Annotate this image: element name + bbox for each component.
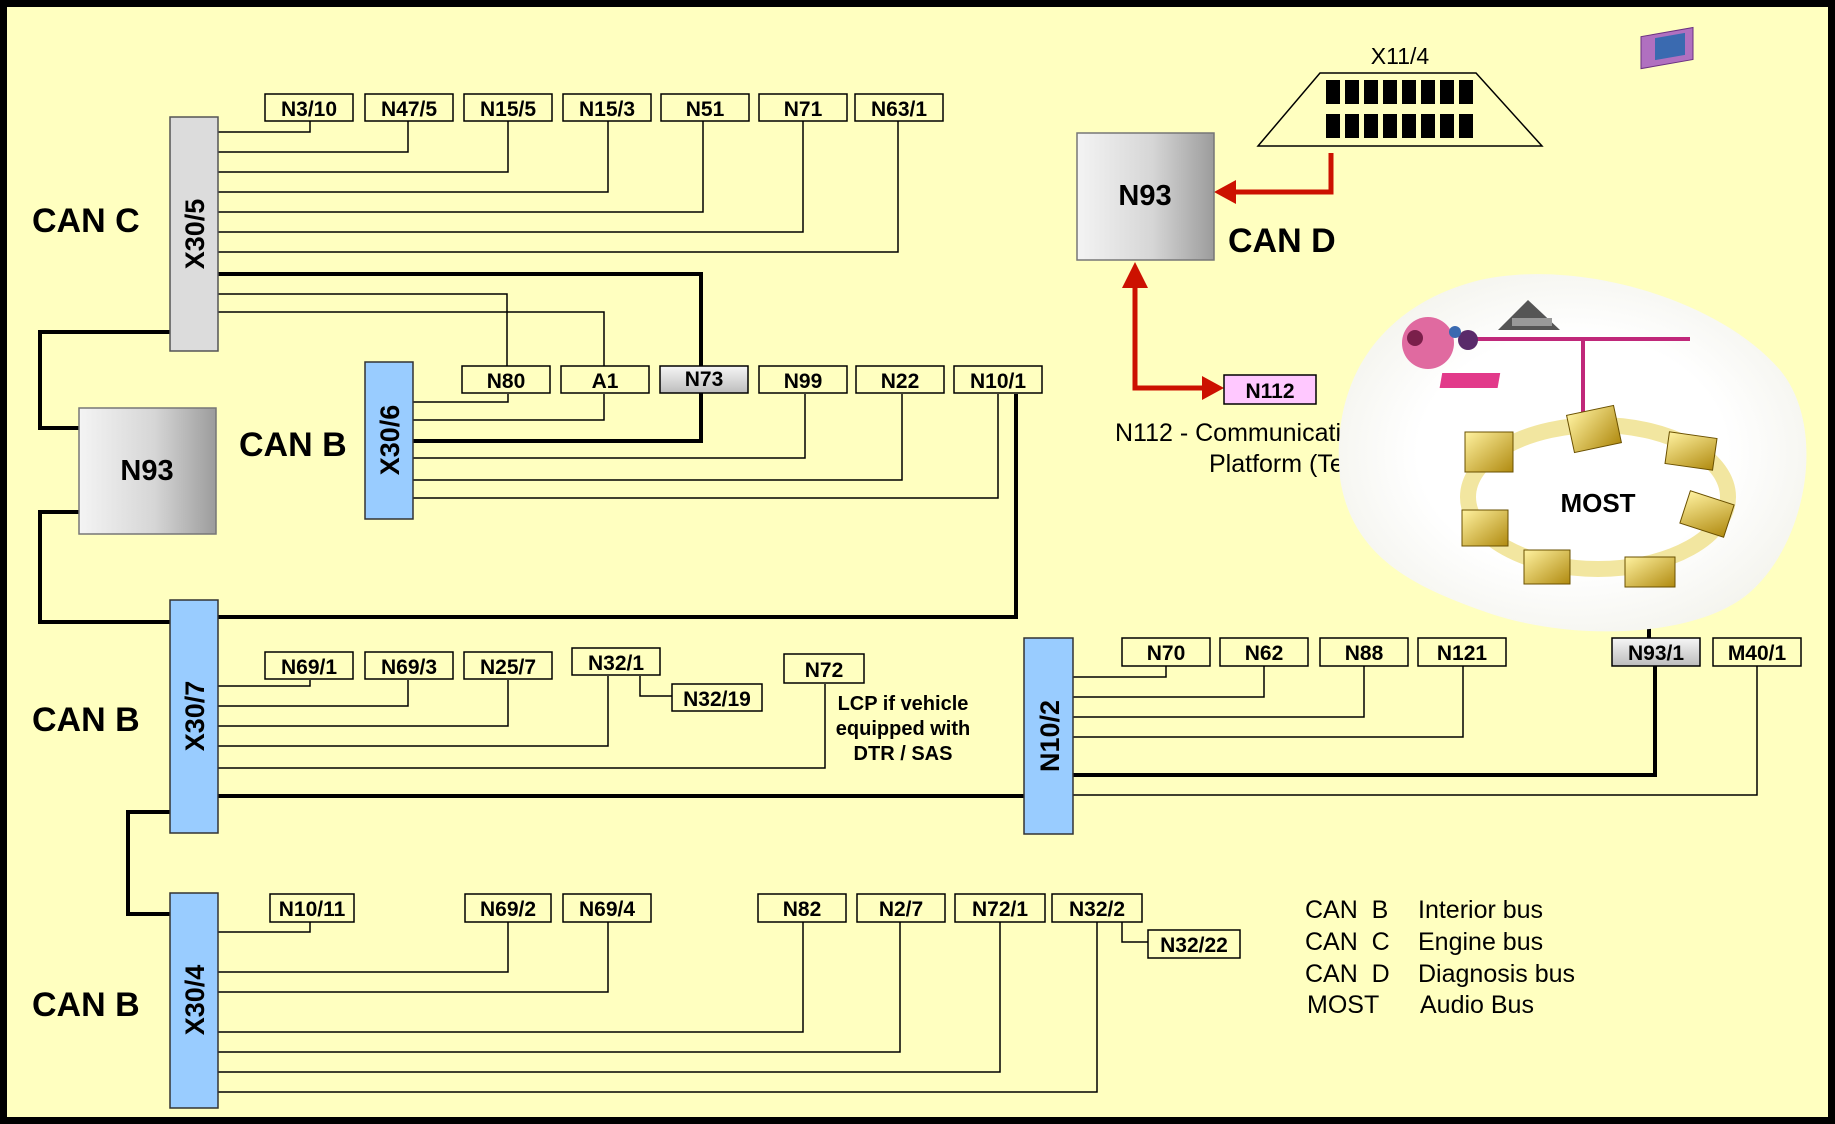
x30-6-nodes: N80 A1 N73 N99 N22 N10/1 [461,365,1043,394]
n112-caption-line1: N112 - Communication [1115,419,1369,447]
node-n99: N99 [784,370,823,393]
socket-pin [1364,114,1378,138]
socket-pin [1440,80,1454,104]
socket-pin [1345,80,1359,104]
node-n32-22: N32/22 [1160,934,1228,957]
n93-left-label: N93 [120,455,173,487]
socket-pin [1345,114,1359,138]
socket-pin [1421,114,1435,138]
node-n63-1: N63/1 [871,98,927,121]
node-n25-7: N25/7 [480,656,536,679]
legend-desc-3: Audio Bus [1420,991,1534,1019]
node-n69-1: N69/1 [281,656,337,679]
x30-6-connector [364,361,414,520]
socket-pin [1326,114,1340,138]
can-d-label: CAN D [1228,222,1336,260]
legend-desc-0: Interior bus [1418,896,1543,924]
legend-bus-3: MOST [1307,991,1379,1019]
node-n10-1: N10/1 [970,370,1026,393]
n93-top-label: N93 [1118,180,1171,212]
thick-bus-lines [38,272,1657,916]
legend-bus-0: CAN B [1305,896,1388,924]
node-n32-19: N32/19 [683,688,751,711]
n93-left-gateway [78,407,217,535]
node-n69-2: N69/2 [480,898,536,921]
x30-5-nodes: N3/10 N47/5 N15/5 N15/3 N51 N71 N63/1 [264,93,944,122]
socket-pin [1364,80,1378,104]
legend-bus-1: CAN C [1305,928,1390,956]
socket-pins [1326,80,1473,138]
node-n15-3: N15/3 [579,98,635,121]
socket-pin [1459,80,1473,104]
node-n70: N70 [1147,642,1186,665]
node-n73: N73 [685,368,724,391]
n10-2-nodes: N70 N62 N88 N121 N93/1 M40/1 [1121,637,1802,667]
n112-label: N112 [1245,380,1294,403]
x30-4-connector [169,892,219,1109]
can-b-x307-label: CAN B [32,701,140,739]
vertical-connectors: X30/5 X30/6 X30/7 X30/4 N10/2 [169,116,1074,1109]
x11-4-label: X11/4 [1371,43,1430,69]
node-n69-4: N69/4 [579,898,635,921]
socket-pin [1402,80,1416,104]
node-n88: N88 [1345,642,1384,665]
node-n121: N121 [1437,642,1488,665]
node-n3-10: N3/10 [281,98,337,121]
x30-6-label: X30/6 [375,405,405,476]
node-n69-3: N69/3 [381,656,437,679]
x30-5-connector [169,116,219,352]
node-a1: A1 [592,370,619,393]
node-n62: N62 [1245,642,1284,665]
node-n72-1: N72/1 [972,898,1028,921]
can-c-label: CAN C [32,202,140,240]
node-n10-11: N10/11 [279,898,346,921]
most-label: MOST [1560,488,1635,518]
node-m40-1: M40/1 [1728,642,1787,665]
can-b-x304-label: CAN B [32,986,140,1024]
thin-bus-lines [217,121,1758,1093]
node-n15-5: N15/5 [480,98,536,121]
node-n93-1: N93/1 [1628,642,1684,665]
n93-top-gateway [1076,132,1215,261]
node-n80: N80 [487,370,526,393]
n10-2-connector [1023,637,1074,835]
x30-4-nodes: N10/11 N69/2 N69/4 N82 N2/7 N72/1 N32/2 … [269,893,1241,959]
node-n32-1: N32/1 [588,652,644,675]
lcp-note-line2: equipped with [836,718,970,740]
x30-7-label: X30/7 [180,681,210,752]
x30-4-label: X30/4 [180,965,210,1036]
node-n47-5: N47/5 [381,98,437,121]
node-n51: N51 [686,98,725,121]
socket-pin [1383,114,1397,138]
node-n32-2: N32/2 [1069,898,1125,921]
can-d-arrows [1122,153,1334,400]
socket-pin [1459,114,1473,138]
x30-7-nodes: N69/1 N69/3 N25/7 N32/1 N32/19 N72 LCP i… [264,647,970,765]
node-n2-7: N2/7 [879,898,923,921]
socket-pin [1326,80,1340,104]
lcp-note-line1: LCP if vehicle [838,693,969,715]
lcp-note-line3: DTR / SAS [854,743,953,765]
legend-desc-1: Engine bus [1418,928,1543,956]
legend: CAN B Interior bus CAN C Engine bus CAN … [1305,896,1575,1019]
can-b-x306-label: CAN B [239,426,347,464]
socket-pin [1440,114,1454,138]
socket-pin [1402,114,1416,138]
x30-5-label: X30/5 [180,199,210,270]
n10-2-label: N10/2 [1035,700,1065,772]
socket-pin [1421,80,1435,104]
x30-7-connector [169,599,219,834]
x11-4-diagnostic-socket: X11/4 [1256,43,1544,147]
socket-pin [1383,80,1397,104]
node-n22: N22 [881,370,920,393]
most-ring-illustration: MOST [1338,26,1807,632]
node-n72: N72 [805,659,844,682]
node-n82: N82 [783,898,822,921]
legend-bus-2: CAN D [1305,960,1390,988]
legend-desc-2: Diagnosis bus [1418,960,1575,988]
n112-box [1223,374,1317,405]
node-n71: N71 [784,98,823,121]
